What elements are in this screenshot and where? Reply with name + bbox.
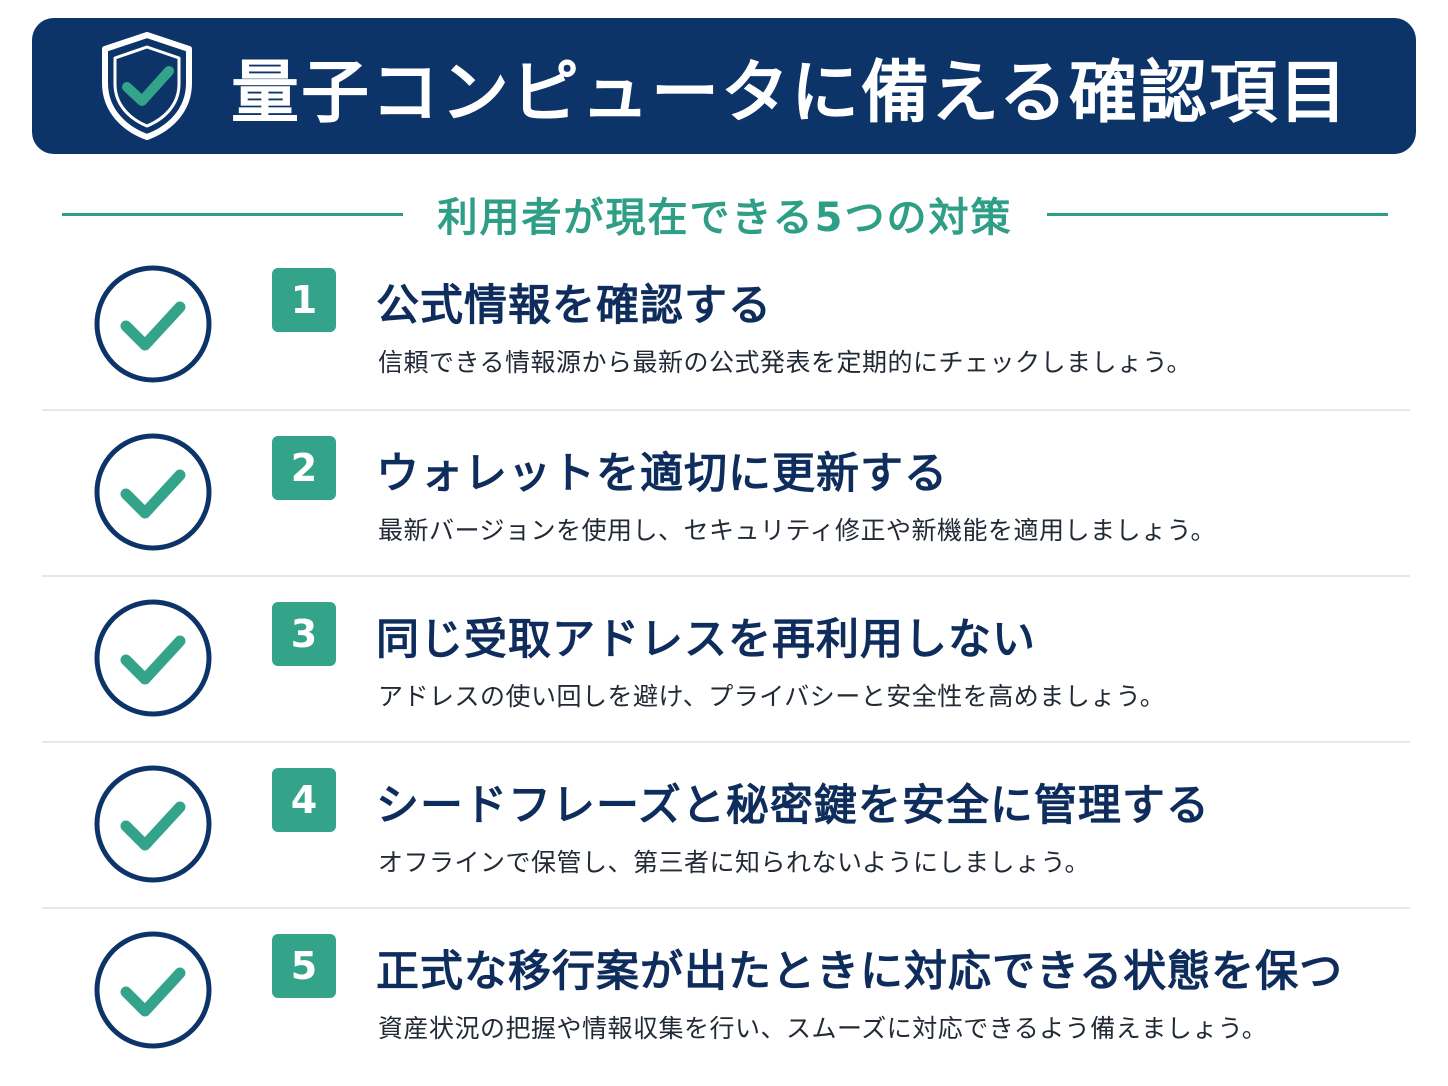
circle-check-icon xyxy=(94,765,212,883)
item-title: シードフレーズと秘密鍵を安全に管理する xyxy=(376,781,1210,831)
checklist-item: 3 同じ受取アドレスを再利用しない アドレスの使い回しを避け、プライバシーと安全… xyxy=(42,575,1410,741)
divider-left xyxy=(62,212,404,216)
item-number-badge: 4 xyxy=(272,768,336,832)
circle-check-icon xyxy=(94,265,212,383)
checklist-item: 5 正式な移行案が出たときに対応できる状態を保つ 資産状況の把握や情報収集を行い… xyxy=(42,907,1410,1073)
checklist-item: 2 ウォレットを適切に更新する 最新バージョンを使用し、セキュリティ修正や新機能… xyxy=(42,409,1410,575)
item-title: ウォレットを適切に更新する xyxy=(376,449,948,499)
item-number-badge: 2 xyxy=(272,436,336,500)
circle-check-icon xyxy=(94,599,212,717)
subtitle: 利用者が現在できる5つの対策 xyxy=(437,195,1013,241)
header-banner: 量子コンピュータに備える確認項目 xyxy=(32,18,1416,154)
item-description: 信頼できる情報源から最新の公式発表を定期的にチェックしましょう。 xyxy=(378,348,1193,377)
shield-check-icon xyxy=(102,32,193,140)
item-description: アドレスの使い回しを避け、プライバシーと安全性を高めましょう。 xyxy=(378,682,1166,711)
item-title: 正式な移行案が出たときに対応できる状態を保つ xyxy=(376,947,1344,997)
item-description: オフラインで保管し、第三者に知られないようにしましょう。 xyxy=(378,848,1091,877)
item-description: 最新バージョンを使用し、セキュリティ修正や新機能を適用しましょう。 xyxy=(378,516,1217,545)
item-description: 資産状況の把握や情報収集を行い、スムーズに対応できるよう備えましょう。 xyxy=(378,1014,1268,1043)
divider-right xyxy=(1046,212,1389,216)
subtitle-row: 利用者が現在できる5つの対策 xyxy=(62,184,1389,244)
checklist-item: 1 公式情報を確認する 信頼できる情報源から最新の公式発表を定期的にチェックしま… xyxy=(42,243,1410,409)
checklist: 1 公式情報を確認する 信頼できる情報源から最新の公式発表を定期的にチェックしま… xyxy=(42,243,1410,1073)
circle-check-icon xyxy=(94,931,212,1049)
item-title: 公式情報を確認する xyxy=(376,281,772,331)
item-number-badge: 1 xyxy=(272,268,336,332)
item-title: 同じ受取アドレスを再利用しない xyxy=(376,615,1036,665)
circle-check-icon xyxy=(94,433,212,551)
item-number-badge: 5 xyxy=(272,934,336,998)
page-title: 量子コンピュータに備える確認項目 xyxy=(231,53,1349,133)
checklist-item: 4 シードフレーズと秘密鍵を安全に管理する オフラインで保管し、第三者に知られな… xyxy=(42,741,1410,907)
item-number-badge: 3 xyxy=(272,602,336,666)
